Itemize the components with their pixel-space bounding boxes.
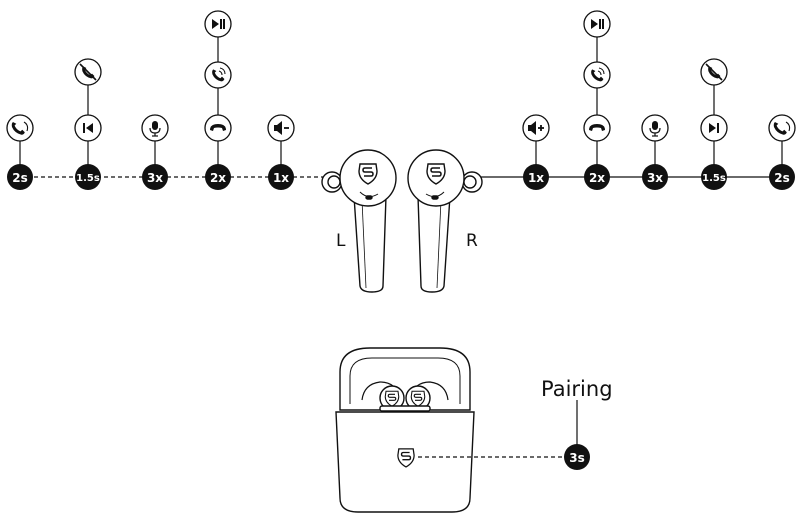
phone-ring-icon [6,114,34,142]
right-badge-1.5s: 1.5s [701,164,727,190]
hang-up-icon [204,114,232,142]
left-badge-2x: 2x [205,164,231,190]
svg-text:1x: 1x [528,171,544,185]
right-earbud [407,149,483,293]
svg-text:1x: 1x [273,171,289,185]
left-earbud [321,149,397,293]
svg-text:3x: 3x [147,171,163,185]
right-side-label: R [466,231,478,251]
decline-call-icon [700,58,728,86]
right-badge-2x: 2x [584,164,610,190]
left-badge-1.5s: 1.5s [75,164,101,190]
volume-up-icon [522,114,550,142]
stems [19,24,783,177]
right-badge-3x: 3x [642,164,668,190]
mic-icon [141,114,169,142]
right-badge-2s: 2s [769,164,795,190]
next-track-icon [700,114,728,142]
left-badge-1x: 1x [268,164,294,190]
left-badge-3x: 3x [142,164,168,190]
pairing-badge-3s: 3s [564,444,590,470]
volume-down-icon [267,114,295,142]
prev-track-icon [74,114,102,142]
svg-text:2s: 2s [774,171,790,185]
decline-call-icon [74,58,102,86]
play-pause-icon [204,10,232,38]
svg-text:3x: 3x [647,171,663,185]
svg-text:1.5s: 1.5s [76,173,100,184]
svg-text:1.5s: 1.5s [702,173,726,184]
charging-case [335,347,475,513]
svg-text:2s: 2s [12,171,28,185]
play-pause-icon [583,10,611,38]
answer-call-icon [583,61,611,89]
mic-icon [641,114,669,142]
phone-ring-icon [768,114,796,142]
svg-text:2x: 2x [589,171,605,185]
hang-up-icon [583,114,611,142]
left-badge-2s: 2s [7,164,33,190]
svg-text:2x: 2x [210,171,226,185]
svg-text:3s: 3s [569,451,585,465]
right-badge-1x: 1x [523,164,549,190]
left-side-label: L [336,231,346,251]
pairing-label: Pairing [541,377,613,401]
answer-call-icon [204,61,232,89]
